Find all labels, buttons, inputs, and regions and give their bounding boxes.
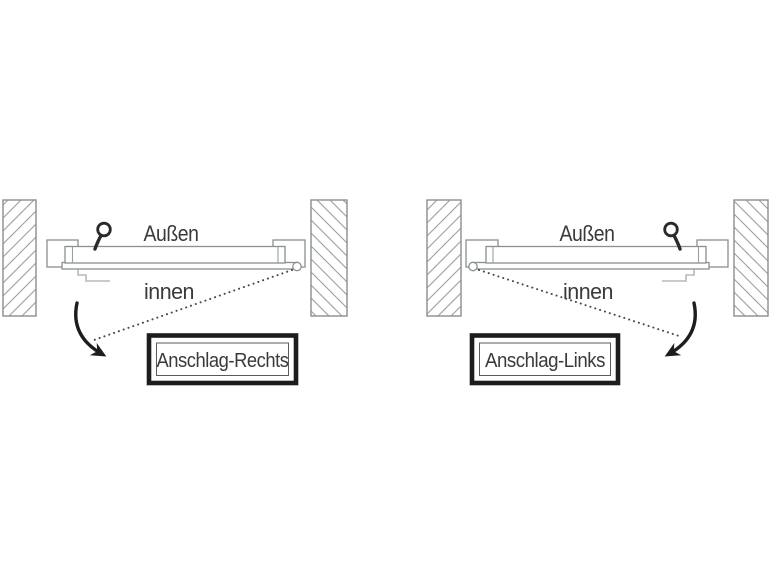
door-swing-dotted-line <box>478 269 680 337</box>
door-leaf-panel <box>64 245 286 264</box>
door-knob-icon <box>663 221 679 238</box>
inside-handle-bracket <box>77 269 110 282</box>
box-label-links: Anschlag-Links <box>485 350 605 372</box>
door-knob-stem <box>672 233 682 251</box>
diagram-anschlag-links: Außen innen Anschlag-Links <box>426 199 769 386</box>
wall-left-hatched <box>426 199 462 317</box>
wall-right-hatched <box>733 199 769 317</box>
inside-handle-bracket <box>662 269 695 282</box>
label-box-links-inner <box>479 342 611 376</box>
door-swing-dotted-line <box>93 269 293 341</box>
wall-right-hatched <box>310 199 348 317</box>
door-knob-icon <box>96 221 112 238</box>
swing-arrow-icon <box>74 301 107 357</box>
box-label-rechts: Anschlag-Rechts <box>157 350 289 372</box>
wall-left-hatched <box>2 199 37 317</box>
outside-label: Außen <box>560 221 615 246</box>
outside-label: Außen <box>144 221 199 246</box>
label-box-rechts-inner <box>156 342 289 376</box>
hinge-pivot-icon <box>292 261 302 272</box>
diagram-anschlag-rechts: Außen innen Anschlag-Rechts <box>2 199 348 386</box>
hinge-pivot-icon <box>468 261 478 272</box>
swing-arrow-icon <box>664 301 697 357</box>
door-knob-stem <box>93 233 103 251</box>
inside-label: innen <box>144 279 194 304</box>
door-leaf-panel <box>485 245 707 264</box>
